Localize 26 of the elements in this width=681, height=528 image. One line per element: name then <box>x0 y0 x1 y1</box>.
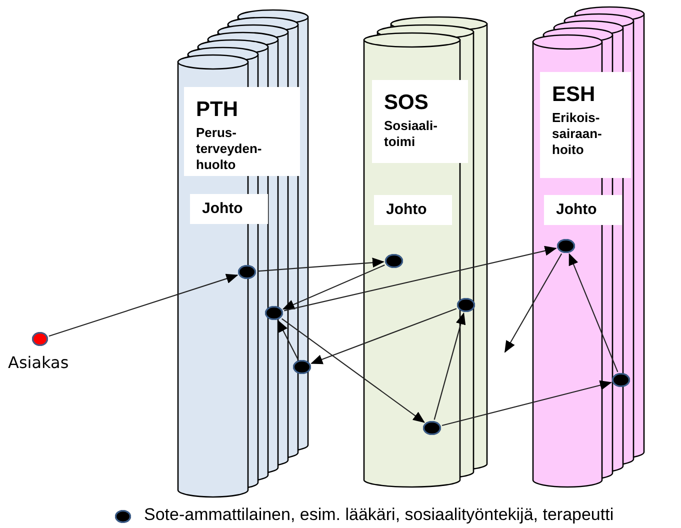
label-box: Johto <box>190 194 268 224</box>
heading: PTH <box>196 97 239 123</box>
title-panel <box>540 72 631 178</box>
arrow <box>568 253 618 372</box>
subtitle: Sosiaali- toimi <box>384 118 438 150</box>
subtitle: Perus- terveyden- huolto <box>196 125 263 173</box>
arrow <box>504 253 562 353</box>
arrow <box>48 274 238 337</box>
subtitle: Erikois- sairaan- hoito <box>552 110 603 158</box>
legend-text: Sote-ammattilainen, esim. lääkäri, sosiaalityöntekijä, terapeutti <box>144 505 614 525</box>
label-box: Johto <box>544 195 622 225</box>
label-box: Johto <box>374 195 452 225</box>
arrow <box>442 380 612 426</box>
client-label: Asiakas <box>8 353 69 372</box>
title-panel <box>184 87 300 176</box>
heading: ESH <box>552 82 596 108</box>
arrow <box>284 246 557 312</box>
arrow <box>282 264 385 310</box>
arrow <box>310 308 457 364</box>
arrow <box>434 312 466 420</box>
arrow <box>278 320 298 360</box>
client-dot <box>32 332 48 346</box>
title-panel <box>372 80 468 163</box>
arrow <box>281 318 425 423</box>
arrow <box>257 258 384 272</box>
heading: SOS <box>384 90 430 116</box>
